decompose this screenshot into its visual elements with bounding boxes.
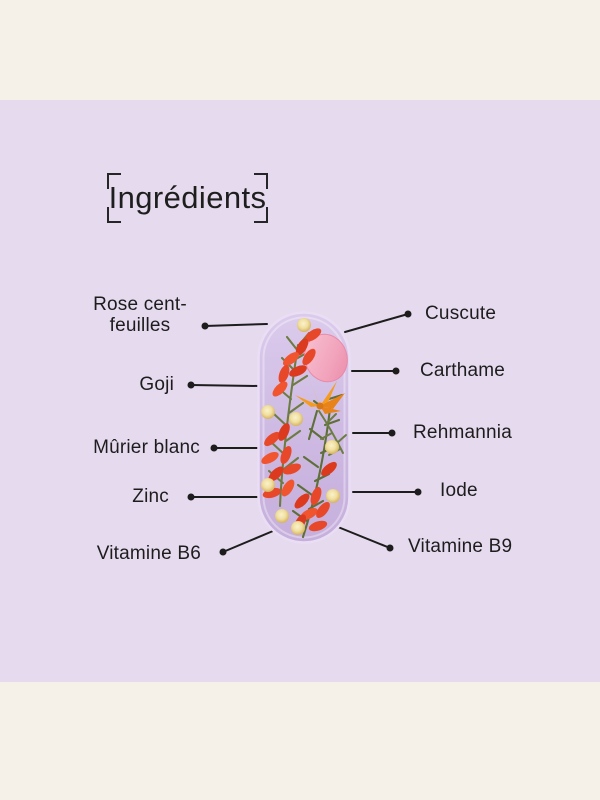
leader-dot-rehmannia — [388, 429, 396, 437]
page-title: Ingrédients — [108, 180, 267, 215]
leader-line-rose-cent-feuilles — [204, 323, 268, 327]
ingredient-label-vitamine-b6: Vitamine B6 — [96, 543, 201, 564]
capsule-art — [257, 311, 351, 544]
ingredient-label-murier-blanc: Mûrier blanc — [93, 437, 200, 458]
ingredient-label-rehmannia: Rehmannia — [413, 422, 512, 443]
goji-berries — [261, 328, 337, 532]
bracket-top-right-icon — [254, 173, 268, 189]
ingredient-label-goji: Goji — [139, 374, 174, 395]
leader-line-vitamine-b9 — [337, 526, 391, 549]
safflower-flower — [295, 379, 345, 441]
yellow-pearls — [261, 318, 340, 535]
rosemary-sprig — [318, 410, 347, 456]
ingredient-label-vitamine-b9: Vitamine B9 — [408, 536, 513, 557]
leader-lines-layer — [187, 310, 422, 556]
leader-line-vitamine-b6 — [222, 530, 274, 553]
capsule-illustration — [257, 311, 351, 544]
bracket-top-left-icon — [107, 173, 121, 189]
leader-dot-iode — [414, 488, 422, 496]
capsule-highlight — [262, 316, 346, 539]
bracket-bottom-left-icon — [107, 207, 121, 223]
title-frame: Ingrédients — [107, 173, 268, 223]
leader-dot-rose-cent-feuilles — [201, 322, 209, 330]
bracket-bottom-right-icon — [254, 207, 268, 223]
leader-dot-vitamine-b6 — [219, 548, 227, 556]
leader-dot-goji — [187, 381, 195, 389]
ingredient-label-iode: Iode — [440, 480, 478, 501]
ingredient-label-rose-cent-feuilles: Rose cent-feuilles — [93, 294, 187, 336]
ingredient-label-carthame: Carthame — [420, 360, 506, 381]
leader-dot-vitamine-b9 — [386, 544, 394, 552]
leader-line-goji — [190, 384, 260, 387]
ingredient-label-zinc: Zinc — [132, 486, 169, 507]
leader-dot-cuscute — [404, 310, 412, 318]
ingredient-label-cuscute: Cuscute — [425, 303, 497, 324]
leader-dot-zinc — [187, 493, 195, 501]
leader-dot-murier-blanc — [210, 444, 218, 452]
leader-line-cuscute — [344, 313, 409, 333]
leader-dot-carthame — [392, 367, 400, 375]
ingredients-panel: Ingrédients — [0, 100, 600, 682]
